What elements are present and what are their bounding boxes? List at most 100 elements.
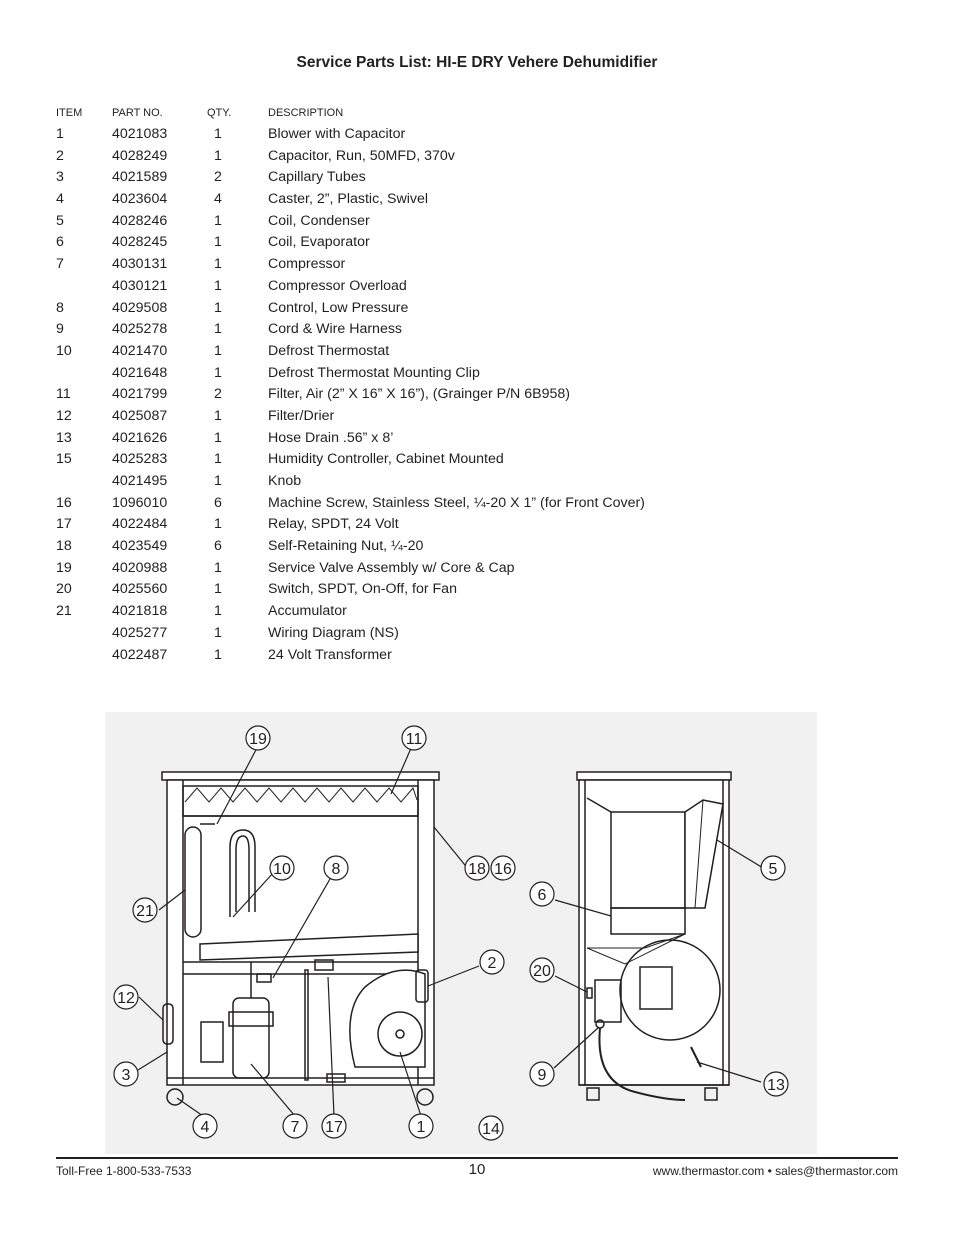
- callout-circle: [282, 1113, 308, 1139]
- callout-label: 10: [273, 861, 291, 878]
- row-qty: 1: [214, 364, 222, 381]
- callout-label: 2: [488, 955, 497, 972]
- callout-label: 19: [249, 731, 267, 748]
- row-qty: 1: [214, 473, 222, 489]
- callout-label: 14: [482, 1121, 500, 1138]
- row-qty: 1: [214, 147, 222, 164]
- row-description: Wiring Diagram (NS): [268, 624, 399, 641]
- row-part-no: 4029508: [112, 299, 168, 316]
- callout-label: 3: [122, 1067, 131, 1084]
- row-description: Service Valve Assembly w/ Core & Cap: [268, 559, 515, 576]
- row-part-no: 4028245: [112, 234, 168, 251]
- callout-2: 2: [479, 949, 505, 975]
- row-description: Compressor: [268, 256, 346, 273]
- callout-9: 9: [529, 1061, 555, 1087]
- row-part-no: 4025560: [112, 581, 168, 598]
- callout-1: 1: [408, 1113, 434, 1139]
- callout-label: 16: [494, 861, 512, 878]
- callout-circle: [479, 949, 505, 975]
- row-part-no: 4022487: [112, 646, 168, 663]
- callout-circle: [529, 1061, 555, 1087]
- row-item: 12: [56, 407, 72, 424]
- callout-5: 5: [760, 855, 786, 881]
- row-part-no: 4021589: [112, 169, 168, 186]
- row-description: Capacitor, Run, 50MFD, 370v: [268, 147, 455, 164]
- row-qty: 6: [214, 494, 222, 511]
- row-description: Switch, SPDT, On-Off, for Fan: [268, 581, 457, 598]
- callout-circle: [113, 1061, 139, 1087]
- row-part-no: 4023549: [112, 538, 168, 555]
- row-description: Caster, 2”, Plastic, Swivel: [268, 191, 429, 208]
- row-description: Compressor Overload: [268, 277, 407, 294]
- callout-label: 8: [332, 861, 341, 878]
- callout-circle: [760, 855, 786, 881]
- row-part-no: 4021083: [112, 126, 168, 142]
- row-qty: 1: [214, 451, 222, 468]
- row-item: 18: [56, 538, 72, 555]
- row-part-no: 4025277: [112, 624, 168, 641]
- callout-circle: [763, 1071, 789, 1097]
- row-description: Relay, SPDT, 24 Volt: [268, 516, 399, 533]
- callout-14: 14: [478, 1115, 504, 1141]
- callout-circle: [132, 897, 158, 923]
- callout-11: 11: [401, 725, 427, 751]
- callout-label: 1: [417, 1119, 426, 1136]
- row-qty: 1: [214, 624, 222, 641]
- row-qty: 6: [214, 538, 222, 555]
- row-item: 4: [56, 191, 64, 208]
- row-item: 8: [56, 299, 64, 316]
- callout-circle: [529, 957, 555, 983]
- callout-circle: [192, 1113, 218, 1139]
- callout-3: 3: [113, 1061, 139, 1087]
- row-part-no: 4025087: [112, 407, 168, 424]
- callout-label: 13: [767, 1077, 785, 1094]
- callout-4: 4: [192, 1113, 218, 1139]
- row-item: 17: [56, 516, 72, 533]
- callout-13: 13: [763, 1071, 789, 1097]
- callout-circle: [401, 725, 427, 751]
- callout-label: 9: [538, 1067, 547, 1084]
- row-item: 10: [56, 342, 72, 359]
- row-qty: 1: [214, 256, 222, 273]
- row-item: 15: [56, 451, 72, 468]
- callout-circle: [113, 984, 139, 1010]
- callout-6: 6: [529, 881, 555, 907]
- row-description: Hose Drain .56” x 8’: [268, 429, 394, 446]
- callout-circle: [245, 725, 271, 751]
- row-description: Blower with Capacitor: [268, 126, 406, 142]
- row-qty: 4: [214, 191, 222, 208]
- callout-circle: [478, 1115, 504, 1141]
- callout-label: 11: [406, 731, 423, 748]
- callout-label: 17: [325, 1119, 343, 1136]
- row-description: Capillary Tubes: [268, 169, 366, 186]
- row-part-no: 4030121: [112, 277, 168, 294]
- side-view-drawing: [161, 771, 440, 1106]
- table-row: 4025277 1 Wiring Diagram (NS): [56, 623, 756, 645]
- row-qty: 1: [214, 126, 222, 142]
- row-part-no: 4025278: [112, 321, 168, 338]
- footer-divider: [56, 1157, 898, 1159]
- callout-circle: [323, 855, 349, 881]
- page-number: 10: [468, 1161, 486, 1178]
- callout-label: 4: [201, 1119, 210, 1136]
- callout-circle: [490, 855, 516, 881]
- row-qty: 1: [214, 559, 222, 576]
- row-qty: 1: [214, 429, 222, 446]
- callout-circle: [464, 855, 490, 881]
- row-part-no: 4021818: [112, 603, 168, 620]
